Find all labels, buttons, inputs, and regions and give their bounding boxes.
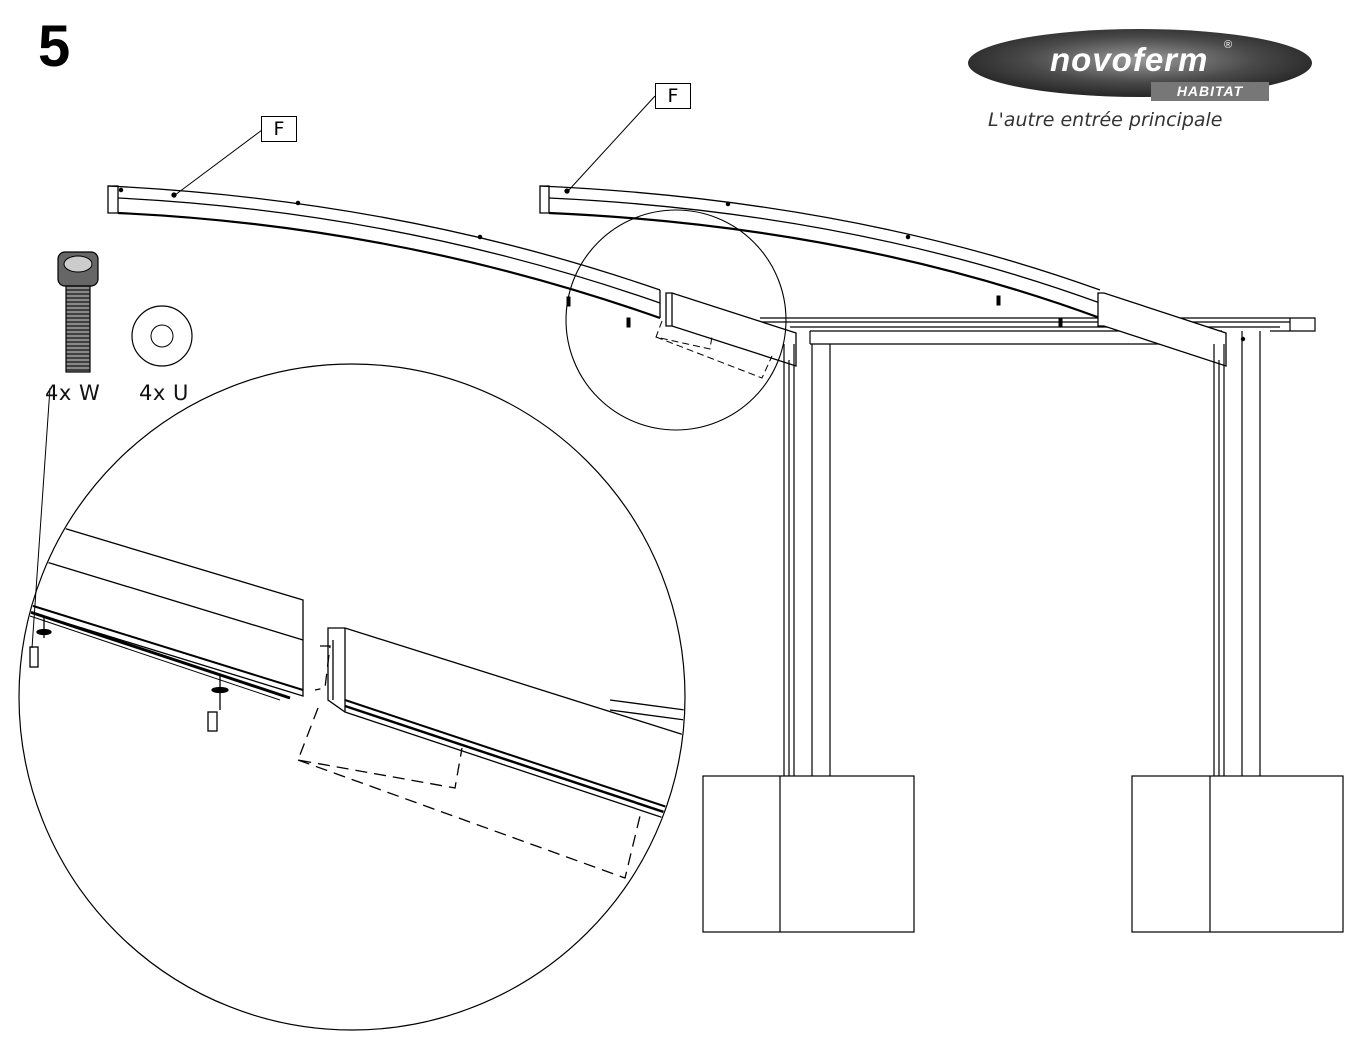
roof-rail xyxy=(760,317,1316,345)
part-label-beam-right: F xyxy=(655,83,691,109)
zoom-screw-1 xyxy=(29,618,52,668)
leader-line-left xyxy=(174,129,263,196)
sloped-beam-right xyxy=(1097,292,1227,367)
leader-line-screw xyxy=(31,387,51,649)
registered-mark: ® xyxy=(1224,39,1233,51)
footing-right xyxy=(1131,775,1344,933)
step-number: 5 xyxy=(38,14,71,79)
detail-callout-small xyxy=(565,209,787,431)
washer-icon xyxy=(131,305,193,367)
brand-logo: novoferm ® HABITAT L'autre entrée princi… xyxy=(968,33,1313,133)
washer-quantity-label: 4x U xyxy=(139,381,189,405)
post-left xyxy=(783,344,831,776)
beam-right xyxy=(539,185,1101,320)
overview-dashed xyxy=(655,320,773,379)
sloped-beam-left xyxy=(665,292,797,367)
brand-tagline: L'autre entrée principale xyxy=(988,109,1223,131)
zoom-screw-2 xyxy=(207,676,229,732)
footing-left xyxy=(702,775,915,933)
leader-line-right xyxy=(567,95,656,192)
beam-left xyxy=(107,185,661,320)
overview-screws xyxy=(566,295,1063,328)
detail-zoom xyxy=(18,363,686,1031)
post-right xyxy=(1213,331,1261,776)
part-label-beam-left: F xyxy=(261,116,297,142)
brand-logo-shape xyxy=(968,29,1312,97)
screw-icon xyxy=(57,251,99,373)
brand-subtitle: HABITAT xyxy=(1151,82,1269,101)
screw-quantity-label: 4x W xyxy=(45,381,101,405)
brand-name: novoferm xyxy=(1050,41,1209,78)
